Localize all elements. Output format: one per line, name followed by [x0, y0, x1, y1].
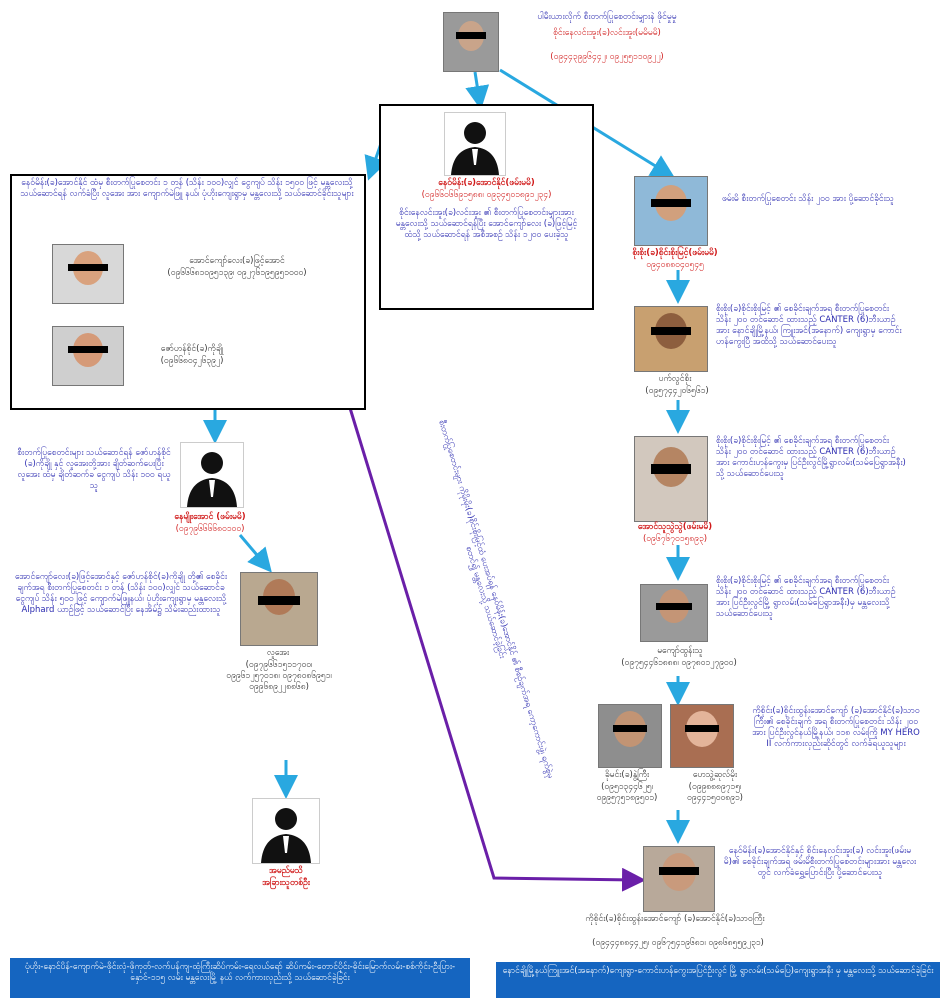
pair-left-phone: (၀၉၅၁၃၄၄၆၂၅၊ ၀၉၉၅၇၅၁၈၉၅၀၁): [596, 782, 658, 803]
right-person1-photo: [634, 176, 708, 246]
left-lower-desc: အောင်ကျော်လေး(ခ)ဖြင့်အောင်နှင့် ဇော်ဟန်စ…: [14, 572, 228, 615]
final-desc: နေဝ်မိန်း(ခ)အောင်နိုင်နှင့် စိုင်းနေလင်း…: [723, 846, 917, 878]
left-person1-caption: အောင်ကျော်လေး(ခ)ဖြင့်အောင်: [189, 256, 285, 266]
left-mid-name: နေမျိုးအောင် (ဖမ်းမမိ): [174, 512, 246, 522]
pair-right-phone: (၀၉၉၈၈၈၉၇၁၅၊ ၀၉၄၄၁၅၀၀၈၉၁): [687, 782, 743, 803]
right1-phone: ၀၉၄၀၈၈၀၄၀၅၄၅: [646, 260, 704, 270]
pair-desc: ကိုစိုင်း(ခ)စိုင်းထွန်းအောင်ကျော် (ခ)အော…: [752, 706, 920, 749]
right3-name: အောင်သူသွဲသွဲ(ဖမ်းမမိ): [637, 522, 713, 532]
right1-desc: ဖမ်းမိ စီးတက်ပြုစေတင်း သိန်း ၂၀၀ အား ပို…: [722, 194, 894, 204]
center-box: နေဝ်မိန်း(ခ)အောင်နိုင်(ဖမ်းမမိ) (၀၉၆၆၀၆၆…: [379, 104, 594, 310]
center-phone: (၀၉၆၆၀၆၆၉၁၅၈၈၊ ၀၉၃၄၅၀၁၈၉၁၂၃၄): [421, 190, 552, 200]
left-box-desc: နေဝ်မိန်း(ခ)အောင်နိုင် ထံမှ စီးတက်ပြုစေတ…: [20, 178, 354, 199]
silhouette-icon: [180, 442, 244, 508]
top-phone: (၀၉၄၄၃၉၉၆၄၄၂၊ ၀၉၂၅၅၁၁၀၉၂၂): [550, 52, 664, 62]
final-person-photo: [643, 846, 715, 912]
top-person-photo: [443, 12, 499, 72]
right-person2-photo: [634, 306, 708, 372]
right4-desc: စိုးစိုး(ခ)စိုင်းစိုးမြင့် ၏ စေခိုင်းချက…: [716, 576, 896, 619]
pair-left-caption: ခိုမင်း(ခ)နွဲ့ကြီး: [604, 770, 650, 780]
final-phone: (၀၉၄၄၄၈၈၄၄၂၅၊ ၀၉၆၇၅၄၁၉၆၈၁၊ ၀၉၈၆၈၅၅၉၂၃၁): [592, 938, 764, 948]
lower-person-phone: (၀၉၇၉၆၆၁၅၁၁၇၀၀၊ ၀၉၉၆၁၂၅၇၀၁၈၊ ၀၉၇၈၀၈၆၉၅၁၊…: [226, 660, 332, 692]
right1-name: စိုးစိုး(ခ)စိုင်းစိုးမြင့်(ဖမ်းမမိ): [632, 248, 718, 258]
pair-left-photo: [598, 704, 662, 768]
final-caption: ကိုစိုင်း(ခ)စိုင်းထွန်းအောင်ကျော် (ခ)အော…: [585, 914, 765, 924]
right3-desc: စိုးစိုး(ခ)စိုင်းစိုးမြင့် ၏ စေခိုင်းချက…: [716, 436, 906, 479]
right3-phone: (၀၉၆၇၆၇၀၁၅၈၉၃): [642, 534, 708, 544]
left-person1-photo: [52, 244, 124, 304]
center-desc: စိုင်းနေလင်းအူး(ခ)လင်းအူး ၏ စီးတက်ပြုစေတ…: [395, 208, 578, 240]
pair-right-photo: [670, 704, 734, 768]
lower-person-caption: လူအေး: [266, 648, 290, 658]
silhouette-icon: [252, 798, 320, 864]
unknown-sub: အခြားသူတစ်ဦး: [262, 878, 310, 888]
silhouette-icon: [444, 112, 506, 176]
left-person1-phone: (၀၉၆၆၆၈၁၀၉၅၁၃၉၊ ၀၉၂၇၆၁၉၅၉၅၁၀၀၀): [167, 268, 307, 278]
right4-phone: (၀၉၇၅၄၄၆၁၈၈၈၊ ၀၉၇၈၀၁၂၇၉၀၀): [621, 658, 737, 668]
left-person2-phone: (၀၉၆၆၈၀၄၂၆၃၉၂): [160, 356, 224, 366]
right2-phone: (၀၉၅၇၄၄၂၀၆၅၆၁): [645, 386, 709, 396]
pair-right-caption: ဟေသွဲ့ဆုလ်မိုး: [692, 770, 738, 780]
left-mid-desc: စီးတက်ပြုစေတင်းများ သယ်ဆောင်ရန် ဇော်ဟန်စ…: [17, 448, 171, 491]
center-name: နေဝ်မိန်း(ခ)အောင်နိုင်(ဖမ်းမမိ): [438, 178, 535, 188]
route-banner-right: နောင်ချိုမြို့နယ်ကြူးအင်(အနောက်)ကျေးရွာ-…: [496, 962, 940, 998]
left-person2-photo: [52, 326, 124, 386]
right4-name: မကျော်ထွန်းသူ: [657, 646, 703, 656]
lower-person-photo: [240, 572, 318, 646]
right-person3-photo: [634, 436, 708, 522]
unknown-name: အမည်မသိ: [269, 866, 303, 876]
left-box: နေဝ်မိန်း(ခ)အောင်နိုင် ထံမှ စီးတက်ပြုစေတ…: [10, 174, 366, 410]
top-name: စိုင်းနေလင်းအူး(ခ)လင်းအူး(မမိမမိ): [553, 28, 661, 38]
right-person4-photo: [640, 584, 708, 642]
route-banner-left: ပုံဟိုး-နောင်ပိန်-ကျောက်မဲ-ဖိုင်းလုံ-ဖို…: [10, 958, 470, 998]
right2-name: ပက်လွင်စိုး: [658, 374, 692, 384]
right2-desc: စိုးစိုး(ခ)စိုင်းစိုးမြင့် ၏ စေခိုင်းချက…: [716, 304, 902, 347]
left-mid-phone: (၀၉၇၉၆၆၆၆၈၀၁၀၀): [175, 524, 245, 534]
left-person2-caption: ဇော်ဟန်စိုင်(ခ)ကိုချို: [160, 344, 224, 354]
top-caption: ပါမီးယားလိုက် စီးတက်ပြုစေတင်းမျှားနဲ ဖို…: [537, 12, 677, 22]
